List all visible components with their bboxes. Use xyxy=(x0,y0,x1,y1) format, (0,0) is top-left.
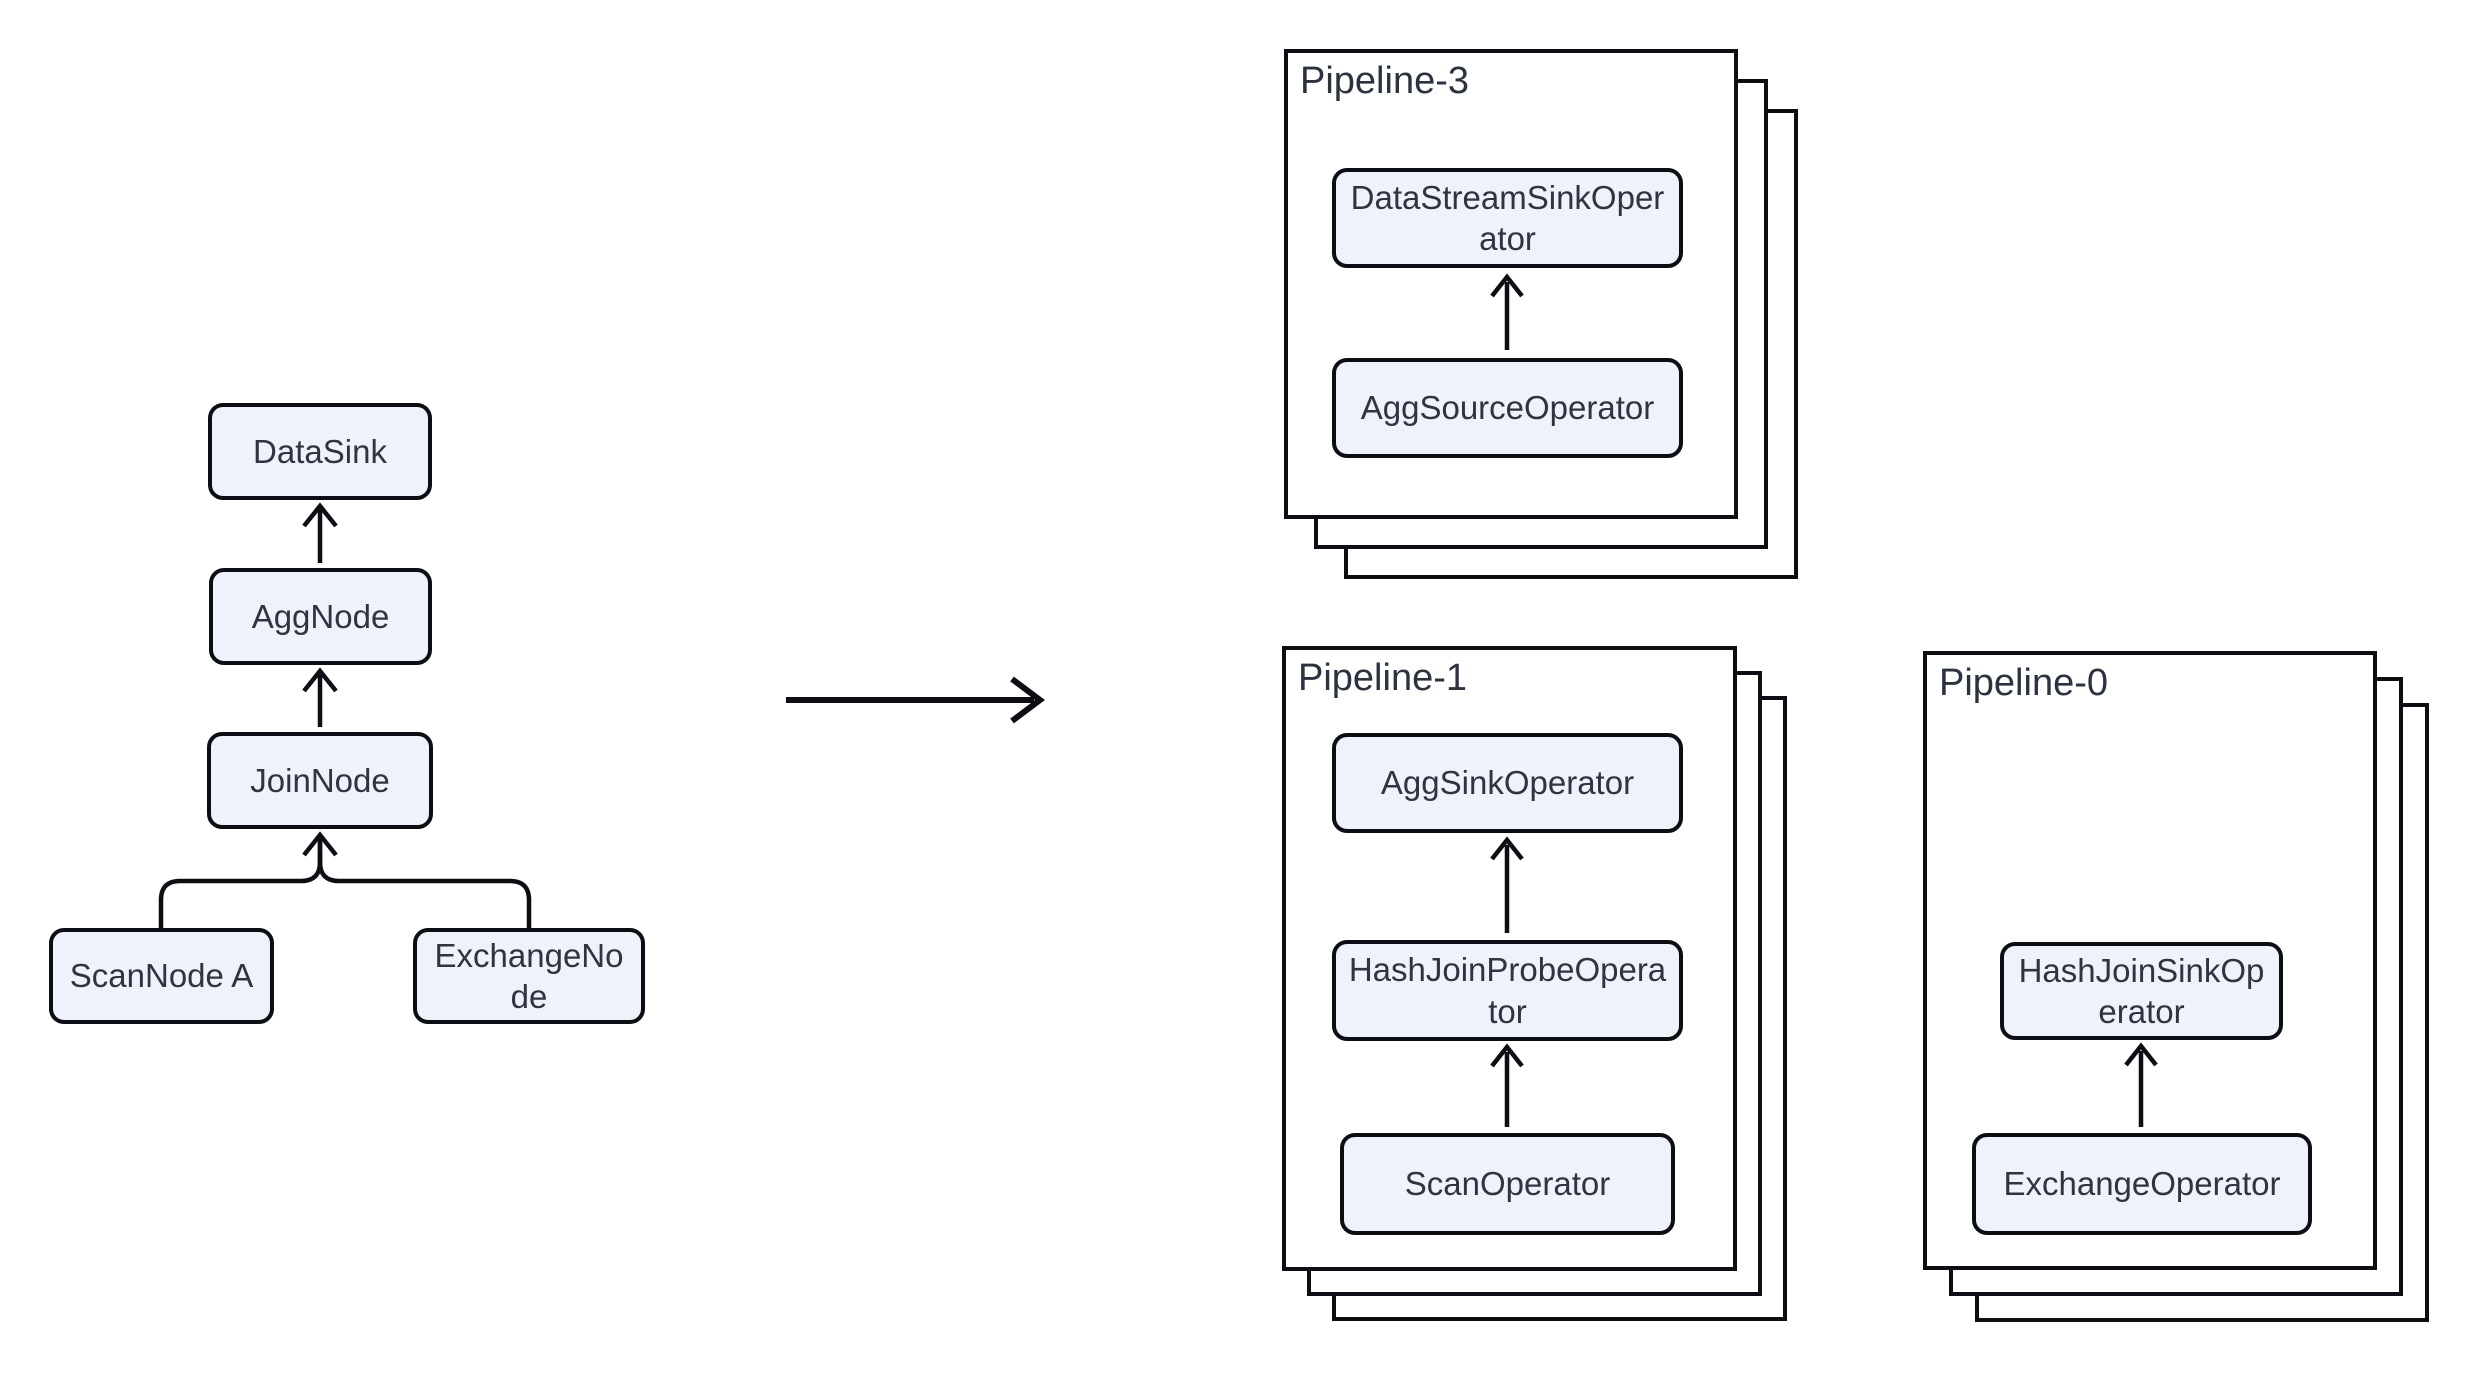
arrowhead-up-icon xyxy=(302,667,338,693)
operator-label: DataStreamSinkOperator xyxy=(1350,178,1665,257)
operator-node-scan: ScanOperator xyxy=(1340,1133,1675,1235)
operator-node-datastreamsink: DataStreamSinkOperator xyxy=(1332,168,1683,268)
plan-node-label: ScanNode A xyxy=(69,957,254,995)
plan-node-aggnode: AggNode xyxy=(209,568,432,665)
plan-node-scannode-a: ScanNode A xyxy=(49,928,274,1024)
arrowhead-up-icon xyxy=(1490,273,1524,298)
arrowhead-up-icon xyxy=(302,502,338,528)
plan-node-label: DataSink xyxy=(253,432,387,470)
operator-node-aggsink: AggSinkOperator xyxy=(1332,733,1683,833)
operator-label: AggSinkOperator xyxy=(1380,764,1635,802)
pipeline-1-label: Pipeline-1 xyxy=(1298,657,1467,699)
arrowhead-up-icon xyxy=(1490,836,1524,861)
arrowhead-up-icon xyxy=(302,831,338,857)
pipeline-0-label: Pipeline-0 xyxy=(1939,662,2108,704)
operator-node-hashjoinprobe: HashJoinProbeOperator xyxy=(1332,940,1683,1041)
transform-arrowhead-icon xyxy=(1010,676,1045,724)
plan-node-joinnode: JoinNode xyxy=(207,732,433,829)
plan-node-label: JoinNode xyxy=(250,761,390,799)
operator-label: AggSourceOperator xyxy=(1360,389,1655,427)
pipeline-3-label: Pipeline-3 xyxy=(1300,60,1469,102)
operator-node-hashjoinsink: HashJoinSinkOperator xyxy=(2000,942,2283,1040)
operator-label: HashJoinProbeOperator xyxy=(1348,951,1667,1030)
operator-label: ExchangeOperator xyxy=(2003,1165,2281,1203)
arrowhead-up-icon xyxy=(2124,1042,2158,1067)
fork-right-branch xyxy=(317,861,532,928)
fork-left-branch xyxy=(158,843,323,928)
plan-node-label: AggNode xyxy=(251,597,390,635)
plan-node-exchangenode: ExchangeNode xyxy=(413,928,645,1024)
arrowhead-up-icon xyxy=(1490,1043,1524,1068)
plan-node-datasink: DataSink xyxy=(208,403,432,500)
plan-node-label: ExchangeNode xyxy=(434,936,624,1015)
operator-label: HashJoinSinkOperator xyxy=(2018,951,2265,1030)
operator-node-aggsource: AggSourceOperator xyxy=(1332,358,1683,458)
operator-node-exchange: ExchangeOperator xyxy=(1972,1133,2312,1235)
operator-label: ScanOperator xyxy=(1404,1165,1611,1203)
